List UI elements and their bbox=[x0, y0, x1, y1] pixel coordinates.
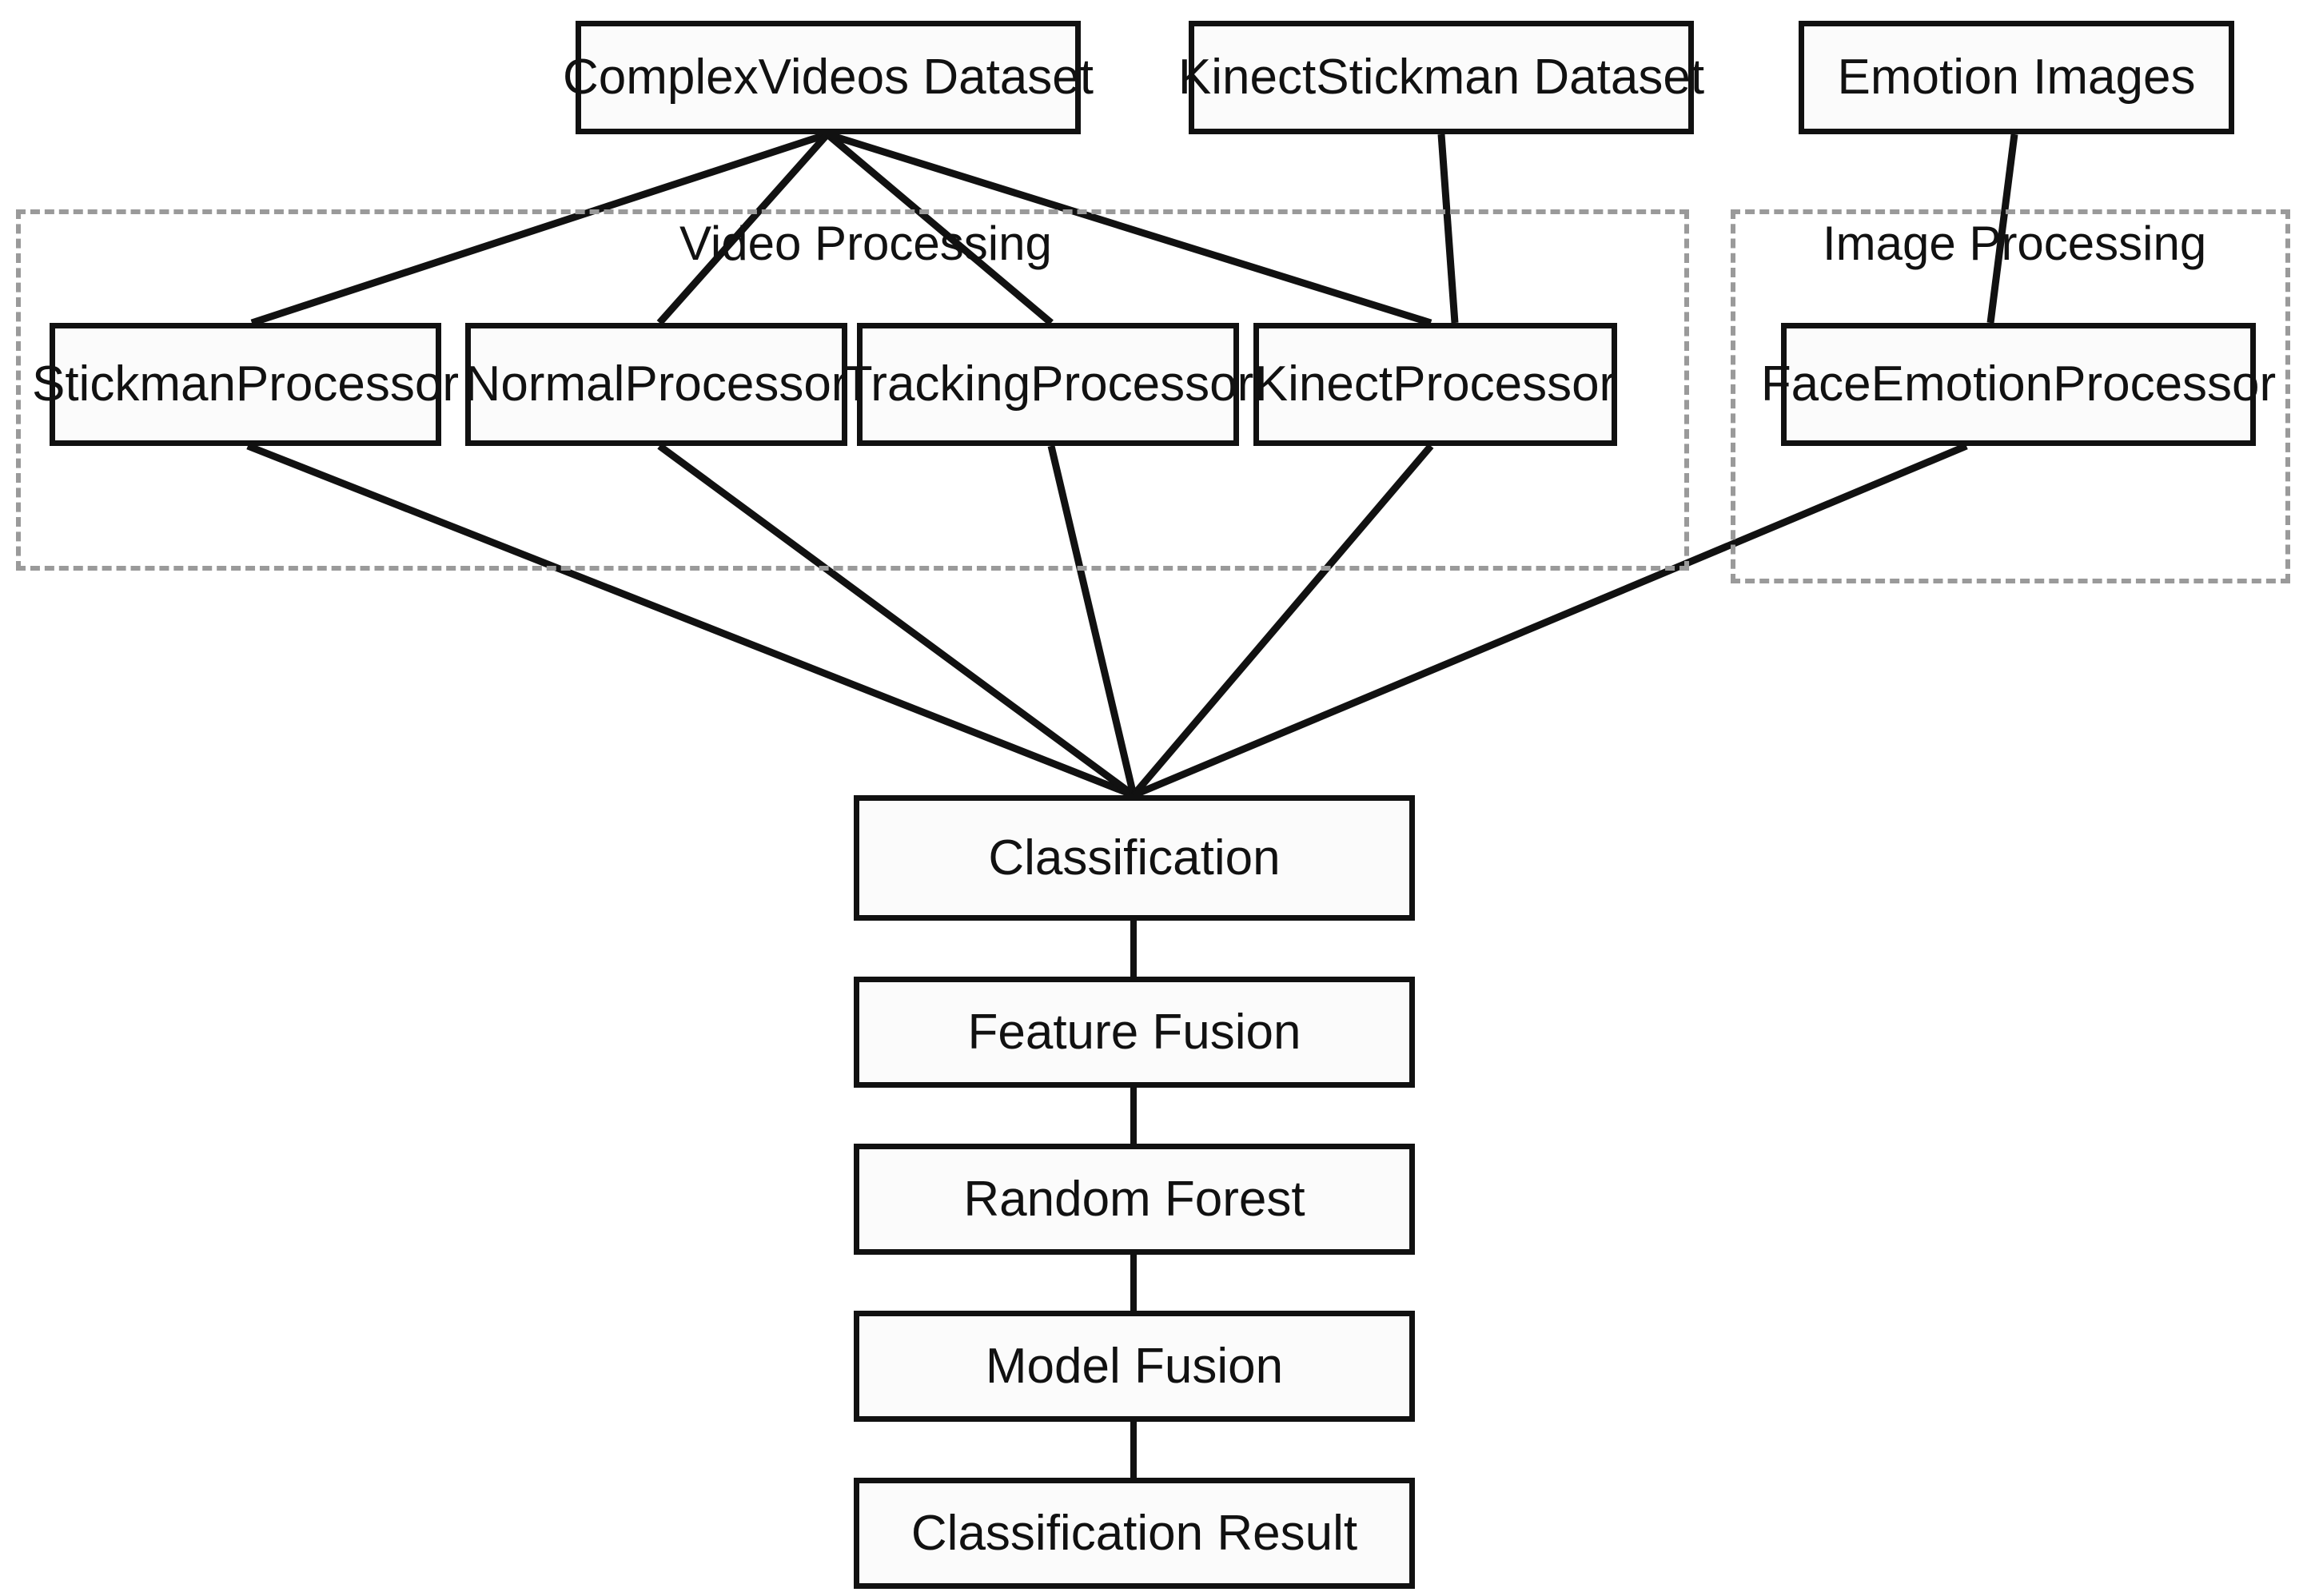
subgraph-title-video-processing: Video Processing bbox=[679, 217, 1052, 270]
node-kinectstickman-dataset[interactable]: KinectStickman Dataset bbox=[1178, 21, 1704, 134]
node-kinectprocessor[interactable]: KinectProcessor bbox=[1253, 323, 1617, 446]
node-label: KinectStickman Dataset bbox=[1177, 50, 1705, 105]
node-trackingprocessor[interactable]: TrackingProcessor bbox=[843, 323, 1253, 446]
node-feature-fusion[interactable]: Feature Fusion bbox=[854, 977, 1415, 1088]
node-classification-result[interactable]: Classification Result bbox=[854, 1478, 1415, 1589]
node-label: Classification bbox=[988, 830, 1281, 886]
node-random-forest[interactable]: Random Forest bbox=[854, 1144, 1415, 1255]
node-label: Feature Fusion bbox=[967, 1004, 1301, 1060]
node-faceemotionprocessor[interactable]: FaceEmotionProcessor bbox=[1761, 323, 2276, 446]
node-label: StickmanProcessor bbox=[31, 356, 460, 412]
node-label: TrackingProcessor bbox=[842, 356, 1254, 412]
node-label: NormalProcessor bbox=[464, 356, 848, 412]
node-model-fusion[interactable]: Model Fusion bbox=[854, 1311, 1415, 1422]
node-label: KinectProcessor bbox=[1254, 356, 1616, 412]
node-emotion-images[interactable]: Emotion Images bbox=[1799, 21, 2234, 134]
node-normalprocessor[interactable]: NormalProcessor bbox=[465, 323, 847, 446]
node-label: Emotion Images bbox=[1837, 50, 2196, 105]
subgraph-title-image-processing: Image Processing bbox=[1823, 217, 2207, 270]
node-label: ComplexVideos Dataset bbox=[563, 50, 1094, 105]
node-label: FaceEmotionProcessor bbox=[1760, 356, 2277, 412]
node-complexvideos-dataset[interactable]: ComplexVideos Dataset bbox=[563, 21, 1094, 134]
node-stickmanprocessor[interactable]: StickmanProcessor bbox=[32, 323, 459, 446]
node-label: Model Fusion bbox=[985, 1338, 1284, 1394]
node-label: Classification Result bbox=[910, 1505, 1358, 1561]
node-classification[interactable]: Classification bbox=[854, 795, 1415, 921]
node-label: Random Forest bbox=[963, 1171, 1305, 1227]
